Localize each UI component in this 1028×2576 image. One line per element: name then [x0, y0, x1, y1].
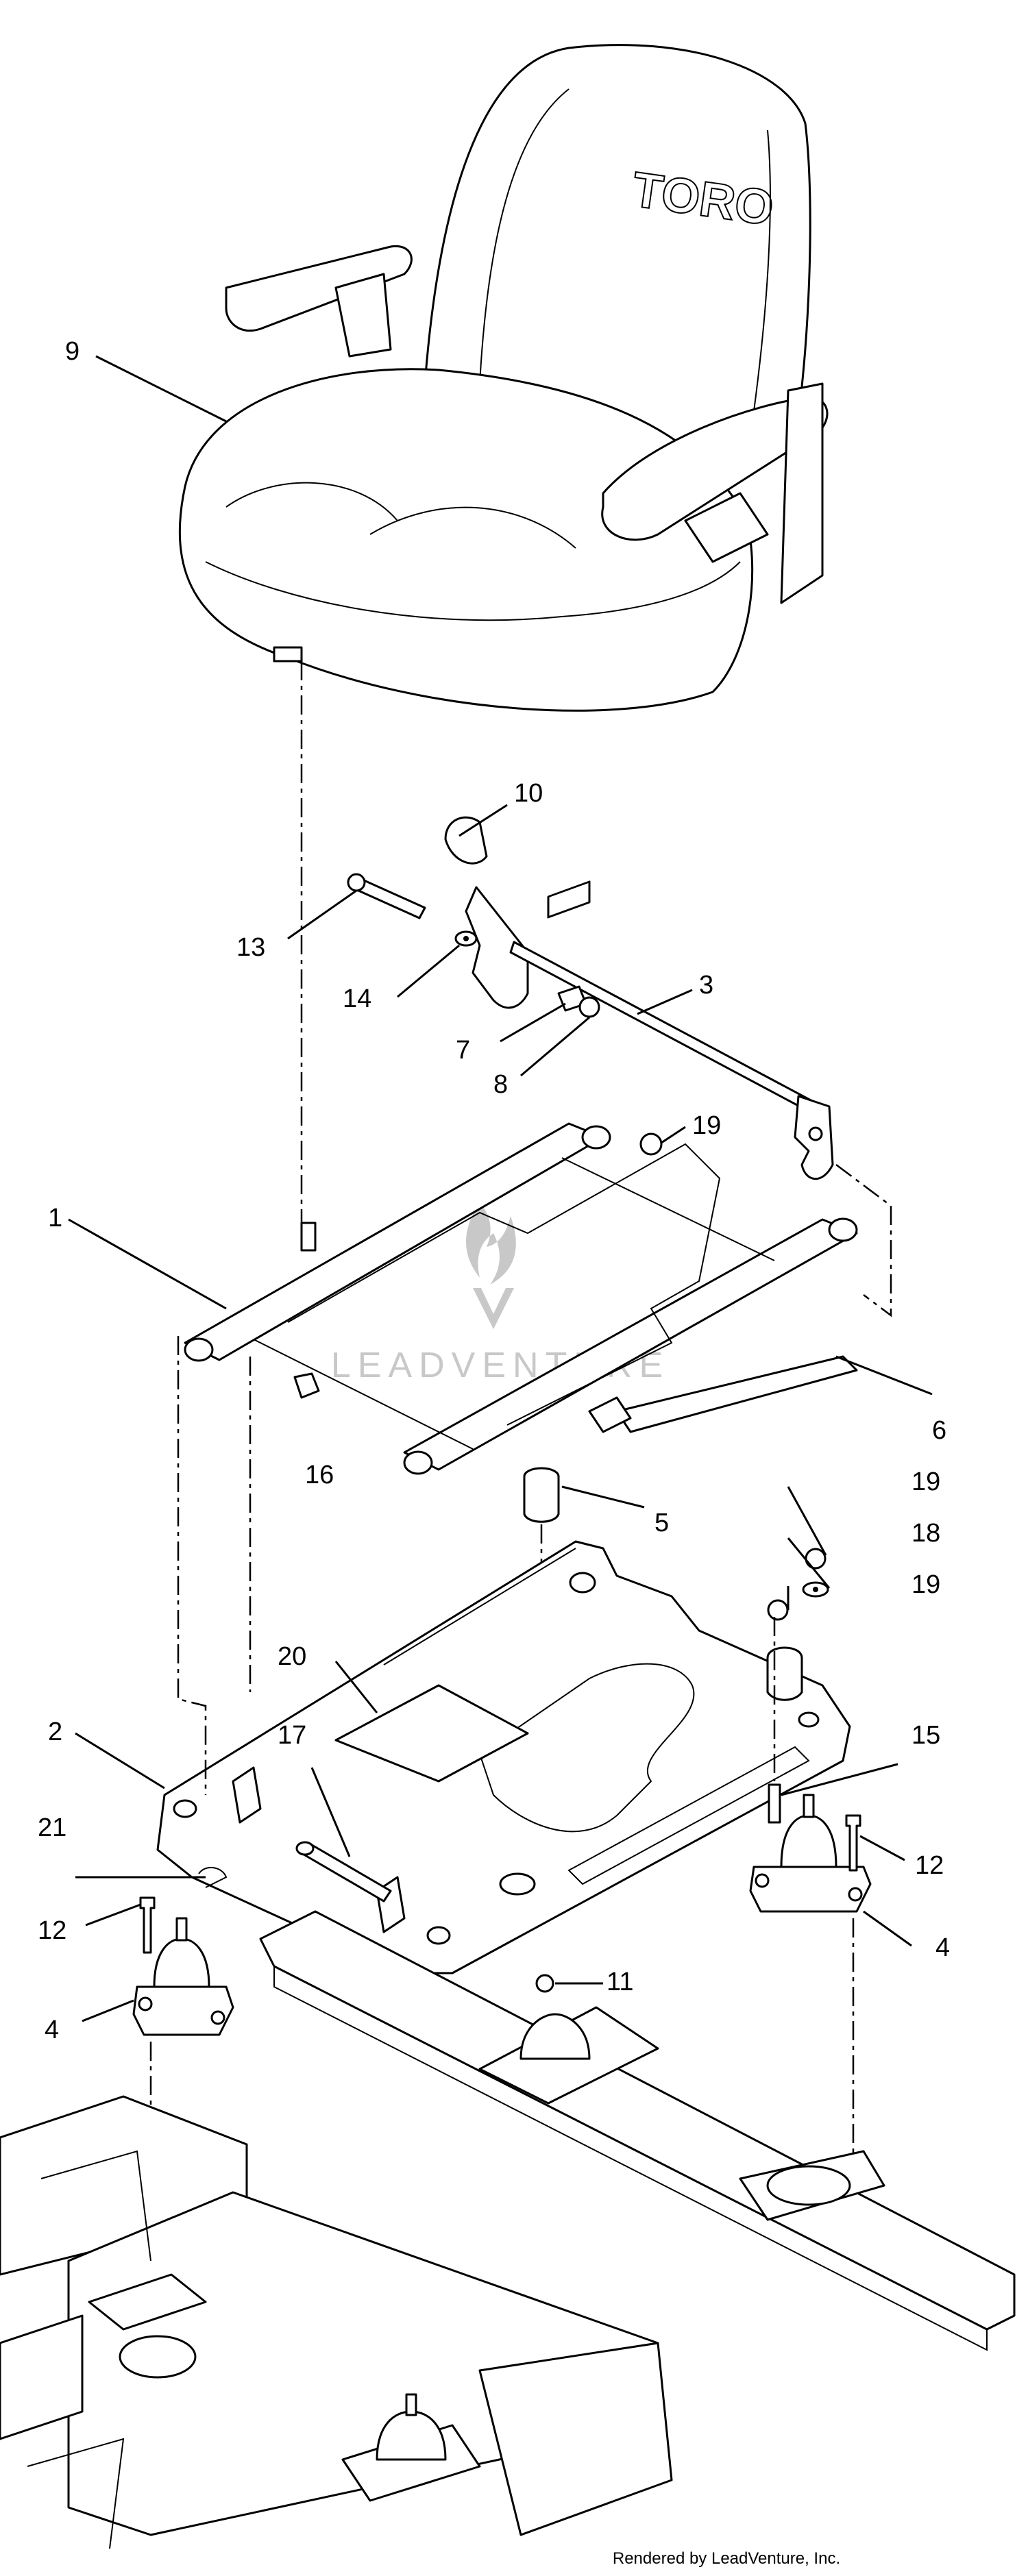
- rod-end: [295, 1841, 315, 1856]
- seat-slide-frame: [184, 880, 858, 1475]
- callout-12-left: 12: [38, 1916, 66, 1945]
- callout-5: 5: [654, 1509, 669, 1537]
- leader-lines: [68, 355, 933, 2022]
- bumper-cap: [523, 1467, 560, 1523]
- callout-6: 6: [932, 1416, 946, 1445]
- nut-19-upper: [639, 1132, 663, 1156]
- callout-19-a: 19: [911, 1467, 940, 1496]
- callout-18: 18: [911, 1519, 940, 1548]
- left-alignment-a: [177, 1336, 207, 1795]
- callout-17: 17: [278, 1721, 306, 1750]
- seat-base-plate: [156, 1540, 851, 1974]
- callout-9: 9: [65, 337, 79, 366]
- decal: [334, 1684, 529, 1783]
- callout-8: 8: [493, 1070, 508, 1099]
- adjust-lever-assembly: [444, 816, 834, 1180]
- callout-15: 15: [911, 1721, 940, 1750]
- callout-20: 20: [278, 1642, 306, 1671]
- bolt-12-right: [845, 1814, 861, 1872]
- callout-19-upper: 19: [692, 1111, 721, 1140]
- callout-14: 14: [343, 984, 371, 1013]
- callout-12-right: 12: [915, 1851, 944, 1880]
- callout-16: 16: [305, 1461, 334, 1489]
- render-credit: Rendered by LeadVenture, Inc.: [613, 2549, 840, 2568]
- callout-3: 3: [699, 971, 713, 1000]
- mower-frame: [0, 1910, 1016, 2549]
- nut-11: [535, 1974, 554, 1993]
- callouts: 9 10 13 14 3 7 8 19 1 6 16 5 19 18 19 20…: [38, 337, 950, 2044]
- callout-21: 21: [38, 1813, 66, 1842]
- callout-2: 2: [48, 1718, 62, 1746]
- isolator-mount-left: [132, 1917, 234, 2036]
- callout-19-b: 19: [911, 1570, 940, 1599]
- callout-4-left: 4: [45, 2016, 59, 2044]
- callout-10: 10: [514, 779, 543, 808]
- callout-1: 1: [48, 1204, 62, 1233]
- bolt-12-left: [139, 1896, 156, 1954]
- isolator-mount-right: [749, 1794, 872, 1913]
- hair-pin-clip: [198, 1867, 228, 1888]
- nut-16: [293, 1372, 320, 1399]
- callout-7: 7: [456, 1036, 470, 1065]
- lever-alignment: [835, 1164, 892, 1317]
- callout-4-right: 4: [935, 1933, 950, 1962]
- pin-and-washer: [347, 873, 478, 947]
- callout-13: 13: [236, 933, 265, 962]
- callout-11: 11: [607, 1968, 633, 1996]
- seat-assembly: TORO: [178, 44, 829, 712]
